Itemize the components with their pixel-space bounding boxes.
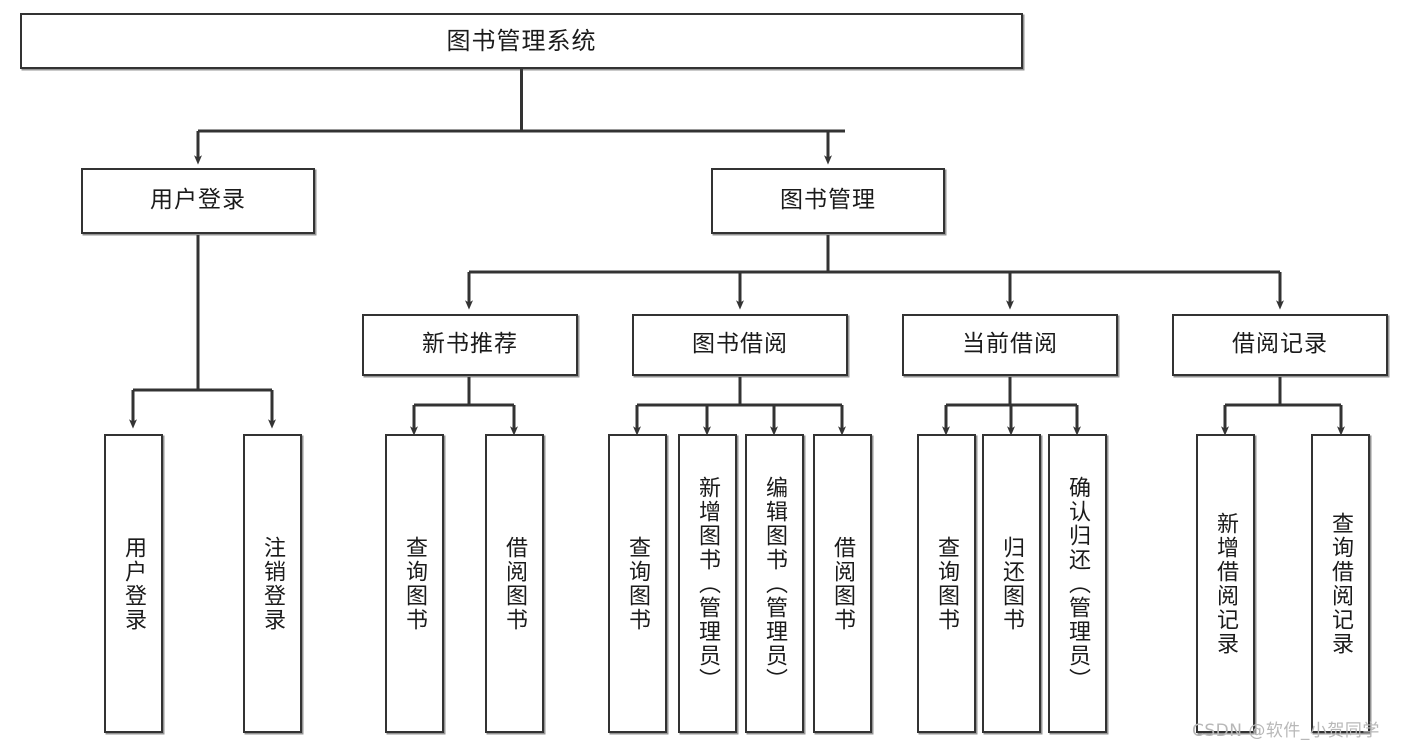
node-label: 编辑图书（管理员）	[762, 475, 788, 692]
leaf-logout[interactable]: 注销登录	[243, 434, 302, 733]
node-book-management[interactable]: 图书管理	[711, 168, 945, 234]
node-user-login[interactable]: 用户登录	[81, 168, 315, 234]
leaf-query-book[interactable]: 查询图书	[608, 434, 667, 733]
node-label: 新增图书（管理员）	[695, 475, 721, 692]
node-label: 查询图书	[402, 535, 428, 632]
leaf-add-borrow-record[interactable]: 新增借阅记录	[1196, 434, 1255, 733]
node-label: 归还图书	[999, 535, 1025, 632]
node-label: 用户登录	[150, 187, 246, 214]
node-label: 当前借阅	[962, 331, 1058, 358]
leaf-return-book[interactable]: 归还图书	[982, 434, 1041, 733]
node-label: 注销登录	[260, 535, 286, 632]
leaf-query-book-current[interactable]: 查询图书	[917, 434, 976, 733]
leaf-confirm-return-admin[interactable]: 确认归还（管理员）	[1048, 434, 1107, 733]
leaf-query-book-recommend[interactable]: 查询图书	[385, 434, 444, 733]
node-label: 图书管理	[780, 187, 876, 214]
node-label: 图书管理系统	[446, 26, 597, 55]
leaf-query-borrow-record[interactable]: 查询借阅记录	[1311, 434, 1370, 733]
node-label: 图书借阅	[692, 331, 788, 358]
leaf-borrow-book-recommend[interactable]: 借阅图书	[485, 434, 544, 733]
node-label: 借阅记录	[1232, 331, 1328, 358]
node-label: 用户登录	[121, 535, 147, 632]
watermark: CSDN @软件_小贺同学	[1192, 721, 1380, 741]
node-label: 查询图书	[625, 535, 651, 632]
leaf-edit-book-admin[interactable]: 编辑图书（管理员）	[745, 434, 804, 733]
node-book-borrow[interactable]: 图书借阅	[632, 314, 848, 376]
node-label: 新增借阅记录	[1213, 511, 1239, 656]
node-label: 借阅图书	[502, 535, 528, 632]
node-label: 借阅图书	[830, 535, 856, 632]
node-new-book-recommend[interactable]: 新书推荐	[362, 314, 578, 376]
leaf-add-book-admin[interactable]: 新增图书（管理员）	[678, 434, 737, 733]
node-current-borrow[interactable]: 当前借阅	[902, 314, 1118, 376]
node-label: 查询借阅记录	[1328, 511, 1354, 656]
node-label: 查询图书	[934, 535, 960, 632]
node-label: 确认归还（管理员）	[1065, 475, 1091, 692]
node-borrow-record[interactable]: 借阅记录	[1172, 314, 1388, 376]
node-label: 新书推荐	[422, 331, 518, 358]
node-root[interactable]: 图书管理系统	[20, 13, 1023, 69]
leaf-borrow-book[interactable]: 借阅图书	[813, 434, 872, 733]
leaf-user-login[interactable]: 用户登录	[104, 434, 163, 733]
